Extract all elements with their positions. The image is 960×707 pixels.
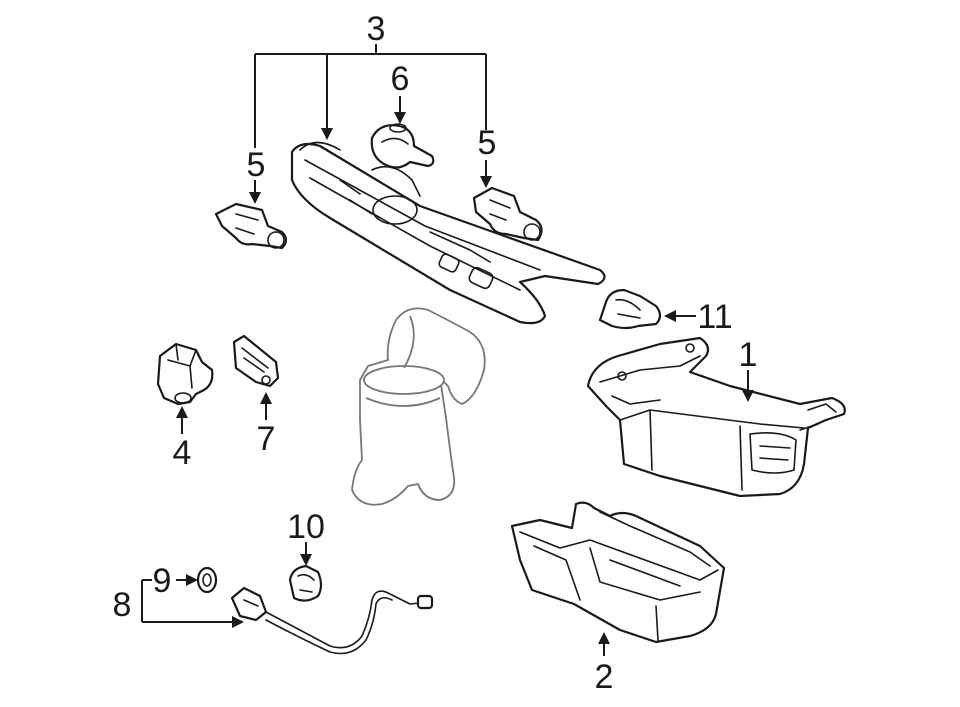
callout-7: 7 bbox=[257, 420, 276, 458]
callout-11: 11 bbox=[697, 298, 732, 336]
callout-4: 4 bbox=[173, 434, 192, 472]
sensor-6 bbox=[370, 123, 435, 169]
callout-labels: 3 6 5 5 11 1 4 7 10 9 8 2 bbox=[113, 10, 758, 696]
sensor-5-left bbox=[214, 202, 288, 250]
clip-10 bbox=[288, 564, 323, 602]
grommet-9 bbox=[196, 566, 218, 594]
bracket-assembly bbox=[290, 141, 606, 325]
callout-6: 6 bbox=[391, 60, 410, 98]
callout-2: 2 bbox=[595, 658, 614, 696]
tray-2 bbox=[510, 501, 726, 644]
callout-3: 3 bbox=[367, 10, 386, 48]
callout-1: 1 bbox=[739, 336, 758, 374]
valve-11 bbox=[598, 288, 662, 330]
callout-9: 9 bbox=[153, 562, 172, 600]
callout-8: 8 bbox=[113, 586, 132, 624]
reference-mount-ghost bbox=[351, 307, 486, 506]
bracket-7 bbox=[232, 334, 280, 388]
callout-5-left: 5 bbox=[247, 146, 266, 184]
callout-10: 10 bbox=[287, 508, 325, 546]
sensor-5-right bbox=[472, 186, 543, 242]
leader-lines bbox=[141, 44, 754, 656]
sensor-harness-8 bbox=[230, 586, 434, 655]
valve-4 bbox=[156, 342, 214, 406]
canister-1 bbox=[586, 336, 846, 498]
callout-5-right: 5 bbox=[478, 124, 497, 162]
